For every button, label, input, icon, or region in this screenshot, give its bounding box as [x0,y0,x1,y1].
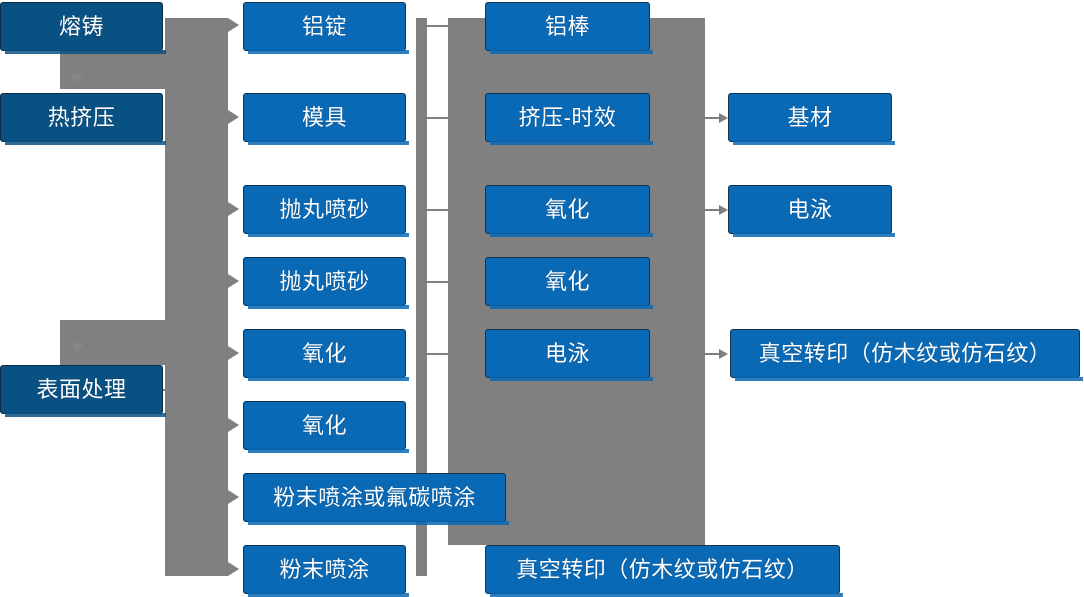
node-label: 真空转印（仿木纹或仿石纹） [758,340,1052,366]
node-label: 氧化 [301,340,347,366]
node-c4-1[interactable]: 基材 [728,93,895,145]
left-trunk-arrow-8 [228,562,239,576]
node-label: 抛丸喷砂 [279,196,370,222]
surface-treatment-link [163,389,187,391]
left-trunk-arrow-1 [228,18,239,32]
node-c2-8[interactable]: 粉末喷涂 [243,545,409,597]
node-label: 挤压-时效 [518,104,617,130]
mid-tick-2 [427,117,448,119]
node-c2-4[interactable]: 抛丸喷砂 [243,257,409,309]
left-trunk-arrow-6 [228,418,239,432]
node-c3-1[interactable]: 铝棒 [485,2,653,54]
node-c2-5[interactable]: 氧化 [243,329,409,381]
node-c2-2[interactable]: 模具 [243,93,409,145]
output-arrow-3 [705,349,728,359]
node-c3-3[interactable]: 氧化 [485,185,653,237]
node-label: 热挤压 [47,104,116,130]
node-label: 模具 [301,104,347,130]
node-c2-7[interactable]: 粉末喷涂或氟碳喷涂 [243,473,509,525]
stage-down-arrow-2 [70,343,84,353]
mid-tick-4 [427,281,448,283]
node-label: 氧化 [544,196,590,222]
node-c2-3[interactable]: 抛丸喷砂 [243,185,409,237]
node-stage-1[interactable]: 熔铸 [0,2,166,54]
node-c2-6[interactable]: 氧化 [243,401,409,453]
node-label: 铝锭 [301,13,347,39]
node-label: 电泳 [544,340,590,366]
node-label: 氧化 [544,268,590,294]
node-c4-3[interactable]: 真空转印（仿木纹或仿石纹） [730,329,1083,381]
output-arrow-2 [705,205,728,215]
node-label: 真空转印（仿木纹或仿石纹） [516,556,809,582]
mid-tick-1 [427,25,448,27]
node-label: 粉末喷涂 [279,556,370,582]
node-label: 电泳 [787,196,833,222]
left-trunk-arrow-4 [228,274,239,288]
node-label: 铝棒 [544,13,590,39]
node-c2-1[interactable]: 铝锭 [243,2,409,54]
node-label: 氧化 [301,412,347,438]
middle-narrow-bar-connector [416,18,427,576]
node-label: 熔铸 [58,13,104,39]
stage-down-arrow-1 [70,74,84,84]
node-label: 粉末喷涂或氟碳喷涂 [273,484,476,510]
node-c3-6[interactable]: 真空转印（仿木纹或仿石纹） [485,545,843,597]
mid-tick-5 [427,353,448,355]
left-bottom-stub-connector [60,320,168,365]
left-trunk-arrow-3 [228,202,239,216]
left-trunk-connector [165,18,228,576]
left-trunk-arrow-5 [228,346,239,360]
node-label: 表面处理 [36,376,127,402]
mid-tick-3 [427,209,448,211]
output-arrow-1 [705,113,728,123]
node-label: 基材 [787,104,833,130]
node-c3-4[interactable]: 氧化 [485,257,653,309]
node-label: 抛丸喷砂 [279,268,370,294]
node-c4-2[interactable]: 电泳 [728,185,895,237]
left-trunk-arrow-2 [228,110,239,124]
node-c3-5[interactable]: 电泳 [485,329,653,381]
node-stage-2[interactable]: 热挤压 [0,93,166,145]
left-trunk-arrow-7 [228,490,239,504]
node-stage-3[interactable]: 表面处理 [0,365,166,417]
node-c3-2[interactable]: 挤压-时效 [485,93,653,145]
